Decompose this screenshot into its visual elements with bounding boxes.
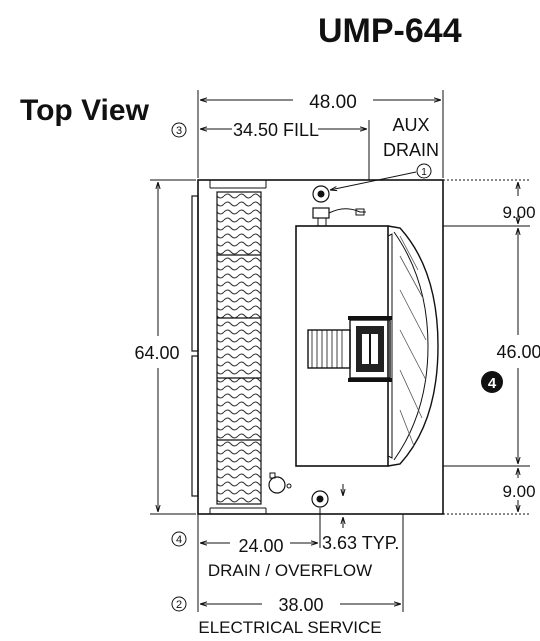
control-box [312, 207, 366, 227]
depth-dimension: 64.00 [134, 179, 196, 515]
blower-housing [295, 225, 439, 467]
electrical-label: ELECTRICAL SERVICE [198, 618, 381, 637]
callout-1-number: 1 [421, 167, 427, 178]
callout-1-circle [416, 163, 432, 179]
drain-pan-fitting [268, 472, 292, 494]
callout-3-circle [171, 122, 187, 138]
fill-dimension: 3 34.50 FILL [171, 120, 370, 180]
aux-drain-line2: DRAIN [383, 140, 439, 160]
drain-overflow-fitting [311, 490, 329, 508]
drain-overflow-dimension: 4 24.00 3.63 TYP. DRAIN / OVERFLOW [171, 508, 399, 612]
callout-3-number: 3 [176, 125, 182, 137]
callout-2-number: 2 [176, 599, 182, 611]
right-dimensions: 9.00 46.00 9.00 4 [443, 179, 540, 515]
aux-drain-callout: AUX DRAIN 1 [330, 115, 439, 190]
drain-overflow-dim-label: 24.00 [238, 536, 283, 556]
bottom-offset-label: 9.00 [502, 482, 535, 501]
depth-label: 64.00 [134, 343, 179, 363]
coil-assembly [216, 191, 262, 505]
electrical-dim-label: 38.00 [278, 595, 323, 615]
electrical-service-dimension: 2 38.00 ELECTRICAL SERVICE [171, 514, 404, 637]
overall-width-label: 48.00 [309, 92, 357, 113]
fan-marker-circle [481, 371, 503, 393]
typ-label: 3.63 TYP. [322, 533, 399, 553]
model-title: UMP-644 [318, 12, 462, 50]
fan-marker-number: 4 [488, 375, 497, 392]
top-offset-label: 9.00 [502, 203, 535, 222]
callout-4-number: 4 [176, 534, 182, 546]
unit-outline [191, 179, 444, 515]
aux-drain-line1: AUX [392, 115, 429, 135]
typ-offset-marks [337, 484, 350, 528]
callout-2-circle [171, 596, 187, 612]
blower-motor [307, 316, 392, 382]
fill-label: 34.50 FILL [233, 120, 319, 140]
callout-4-circle [171, 531, 187, 547]
overall-width-dimension: 48.00 [197, 90, 444, 178]
drain-overflow-label: DRAIN / OVERFLOW [208, 561, 372, 580]
fan-span-label: 46.00 [496, 342, 540, 362]
view-label: Top View [20, 94, 149, 127]
aux-drain-fitting [312, 185, 330, 203]
